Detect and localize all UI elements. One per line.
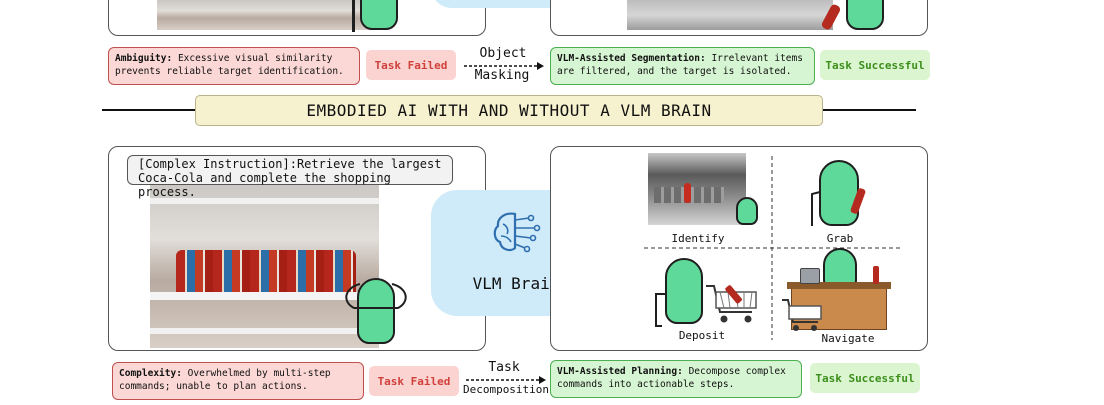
brain-icon: [493, 212, 541, 253]
confused-robot-arms: [345, 283, 407, 309]
planning-text: Decompose complex commands into actionab…: [557, 366, 786, 390]
top-left-robot: [360, 0, 398, 30]
complexity-box: Complexity: Overwhelmed by multi-step co…: [112, 362, 364, 400]
banner-rule-left: [102, 109, 197, 111]
complexity-title: Complexity:: [119, 368, 182, 379]
object-masking-label-1: Object: [479, 46, 527, 61]
task-decomposition-arrow: [466, 376, 546, 384]
bottom-left-shelf-photo: [150, 180, 379, 348]
bottle-row: [176, 250, 356, 292]
ambiguity-title: Ambiguity:: [115, 53, 173, 64]
step-grab-label: Grab: [826, 232, 854, 245]
shelf-board-mid: [150, 292, 379, 300]
counter-top: [787, 282, 891, 289]
ambiguity-text: Excessive visual similarity prevents rel…: [115, 53, 344, 77]
top-right-shelf-photo: [627, 0, 833, 30]
confused-robot: [357, 278, 395, 344]
segmentation-text: Irrelevant items are filtered, and the t…: [557, 53, 803, 77]
step-deposit-label: Deposit: [678, 329, 726, 342]
bottom-task-failed-badge: Task Failed: [369, 366, 459, 396]
deposit-robot: [665, 258, 703, 324]
deposit-robot-arm: [655, 293, 666, 327]
segmentation-title: VLM-Assisted Segmentation:: [557, 53, 706, 64]
cash-register-icon: [800, 268, 820, 284]
task-decomposition-label-2: Decomposition: [462, 383, 550, 396]
shelf-board-top: [150, 198, 379, 204]
segmentation-box: VLM-Assisted Segmentation: Irrelevant it…: [550, 47, 815, 85]
complexity-text: Overwhelmed by multi-step commands; unab…: [119, 368, 331, 392]
shelf-board-low: [150, 328, 379, 334]
bottom-task-successful-badge: Task Successful: [810, 363, 920, 393]
top-left-robot-arm: [352, 0, 355, 32]
top-right-robot: [846, 0, 884, 30]
deposit-cart-icon: [706, 285, 757, 323]
top-task-successful-badge: Task Successful: [820, 50, 930, 80]
task-decomposition-label-1: Task: [488, 360, 520, 375]
section-banner: EMBODIED AI WITH AND WITHOUT A VLM BRAIN: [195, 95, 823, 126]
complex-instruction: [Complex Instruction]:Retrieve the large…: [127, 155, 453, 199]
ambiguity-box: Ambiguity: Excessive visual similarity p…: [108, 47, 360, 85]
top-task-failed-badge: Task Failed: [366, 50, 456, 80]
identify-robot: [736, 197, 758, 225]
object-masking-label-2: Masking: [474, 68, 530, 83]
vlm-brain-label: VLM Brain: [472, 274, 560, 293]
step-navigate-label: Navigate: [821, 332, 875, 345]
banner-rule-right: [821, 109, 916, 111]
planning-title: VLM-Assisted Planning:: [557, 366, 683, 377]
identify-shelf-photo: [648, 153, 746, 225]
counter-bottle: [873, 266, 879, 284]
top-vlm-cloud: [432, 0, 570, 8]
navigate-robot: [823, 248, 857, 286]
object-masking-arrow: [464, 62, 544, 70]
navigate-cart-icon: [782, 299, 822, 331]
planning-box: VLM-Assisted Planning: Decompose complex…: [550, 360, 802, 398]
identify-target-bottle: [684, 183, 691, 203]
step-identify-label: Identify: [671, 232, 725, 245]
step-grid-dividers: [644, 156, 900, 340]
grab-robot-arm: [811, 188, 866, 226]
top-left-shelf-photo: [157, 0, 381, 30]
